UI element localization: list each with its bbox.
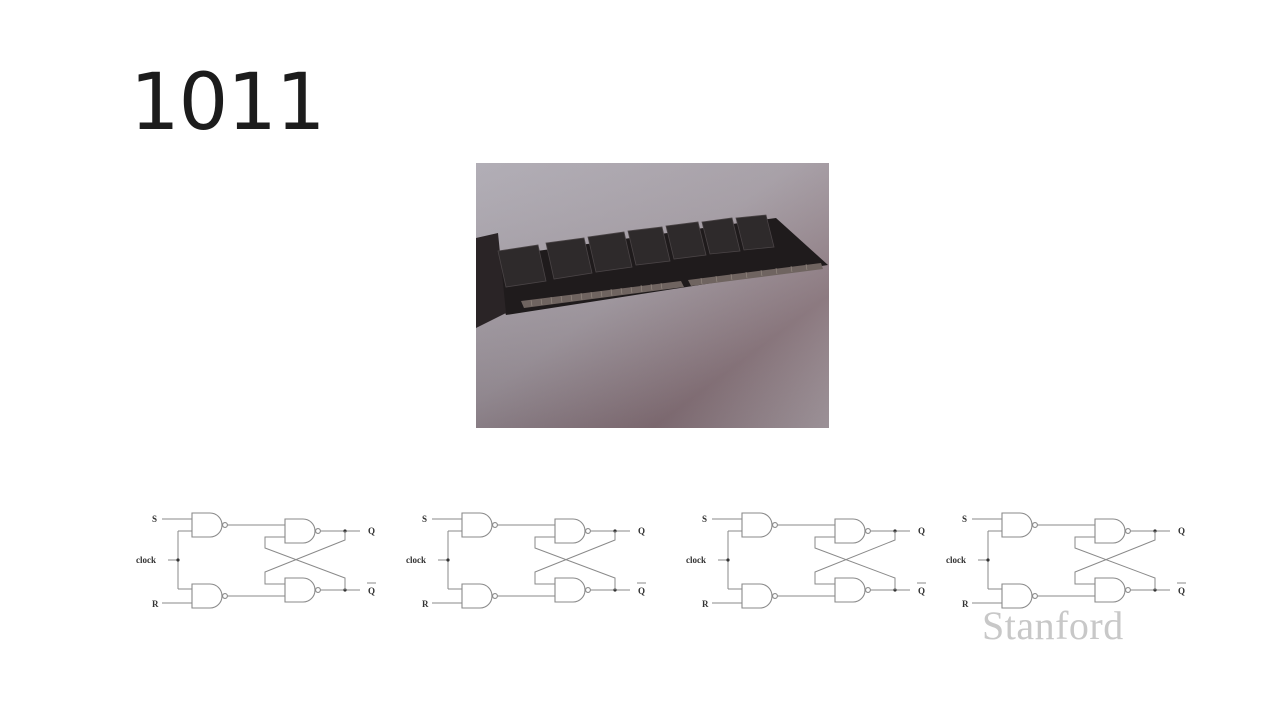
q-bar-label: Q (1178, 586, 1185, 596)
clock-label: clock (136, 555, 156, 565)
r-label: R (422, 599, 429, 609)
memory-module-photo (476, 163, 829, 428)
q-bar-label: Q (368, 586, 375, 596)
clock-label: clock (946, 555, 966, 565)
r-label: R (702, 599, 709, 609)
stanford-watermark: Stanford (982, 603, 1124, 648)
r-label: R (962, 599, 969, 609)
s-label: S (422, 514, 427, 524)
q-label: Q (368, 526, 375, 536)
nand-gate (554, 577, 586, 603)
nand-gate (1001, 512, 1033, 538)
s-label: S (152, 514, 157, 524)
q-label: Q (1178, 526, 1185, 536)
nand-gate (741, 512, 773, 538)
nand-gate (191, 512, 223, 538)
nand-gate (741, 583, 773, 609)
nand-gate (461, 512, 493, 538)
q-bar-label: Q (918, 586, 925, 596)
sr-latch-diagram-2: S clock R Q Q (406, 512, 646, 609)
clock-label: clock (406, 555, 426, 565)
s-label: S (702, 514, 707, 524)
nand-gate (191, 583, 223, 609)
clock-label: clock (686, 555, 706, 565)
sr-latch-diagram-4: S clock R Q Q (946, 512, 1186, 609)
q-label: Q (638, 526, 645, 536)
nand-gate (554, 518, 586, 544)
nand-gate (284, 577, 316, 603)
r-label: R (152, 599, 159, 609)
sr-latch-diagram-1: S clock R Q Q (136, 512, 376, 609)
nand-gate (284, 518, 316, 544)
q-label: Q (918, 526, 925, 536)
nand-gate (461, 583, 493, 609)
nand-gate (1094, 518, 1126, 544)
nand-gate (1001, 583, 1033, 609)
nand-gate (834, 518, 866, 544)
nand-gate (1094, 577, 1126, 603)
slide-title: 1011 (130, 58, 326, 148)
q-bar-label: Q (638, 586, 645, 596)
s-label: S (962, 514, 967, 524)
sr-latch-diagram-3: S clock R Q Q (686, 512, 926, 609)
nand-gate (834, 577, 866, 603)
